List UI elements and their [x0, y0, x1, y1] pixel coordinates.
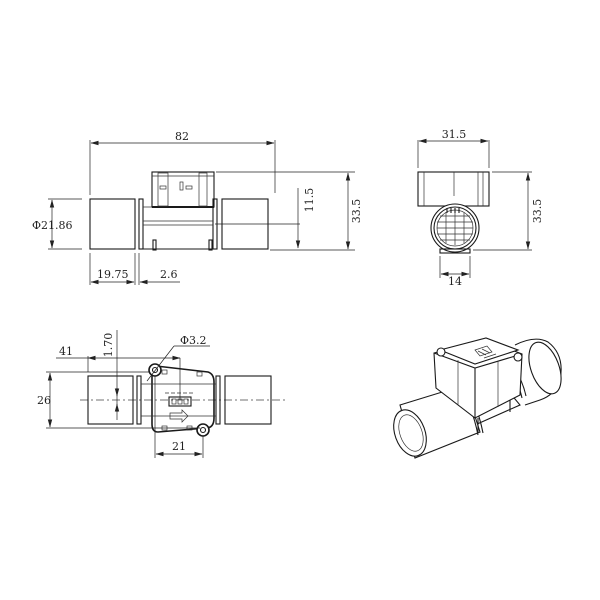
side-view: 31.5 33.5 14 [417, 128, 544, 288]
dim-flange-gap: 2.6 [160, 268, 178, 281]
front-view: 82 Φ21.86 19.75 2.6 11.5 33.5 [32, 130, 363, 285]
dim-overall-length: 82 [175, 130, 189, 143]
dim-pipe-end-length: 19.75 [97, 268, 129, 281]
isometric-view [393, 337, 562, 459]
dim-side-width: 31.5 [442, 128, 467, 141]
dim-top-offset-41: 41 [59, 345, 73, 358]
dim-center-to-top: 11.5 [303, 188, 316, 213]
top-view: 26 41 1.70 Φ3.2 21 [37, 330, 285, 458]
dim-side-base-width: 14 [448, 275, 462, 288]
dim-top-offset-1-70: 1.70 [102, 333, 115, 358]
dim-overall-height-front: 33.5 [350, 199, 363, 224]
dim-top-width: 26 [37, 394, 51, 407]
dim-pipe-diameter: Φ21.86 [32, 219, 73, 232]
dim-side-height: 33.5 [531, 199, 544, 224]
dim-hole-spacing: 21 [172, 440, 186, 453]
dim-hole-diameter: Φ3.2 [180, 334, 207, 347]
